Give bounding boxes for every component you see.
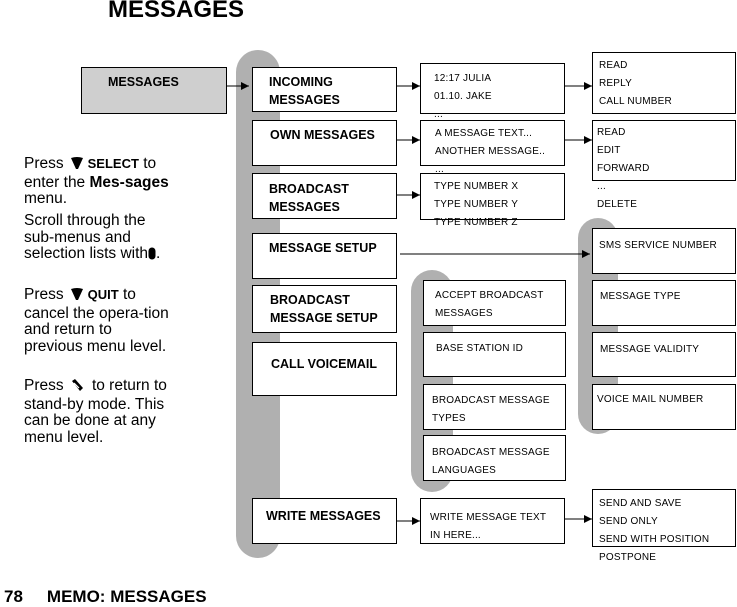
broadcast-setup-base-station: BASE STATION ID xyxy=(423,332,566,377)
setup-message-validity: MESSAGE VALIDITY xyxy=(592,332,736,377)
menu-broadcast-message-setup[interactable]: BROADCAST MESSAGE SETUP xyxy=(252,285,397,333)
list-broadcast-types: TYPE NUMBER X TYPE NUMBER Y TYPE NUMBER … xyxy=(420,173,565,228)
page-title: MESSAGES xyxy=(108,0,245,23)
menu-broadcast-messages[interactable]: BROADCAST MESSAGES xyxy=(252,173,397,219)
setup-voice-mail-number: VOICE MAIL NUMBER xyxy=(592,384,736,430)
quit-key-icon xyxy=(70,287,84,306)
end-call-key-icon xyxy=(70,378,84,397)
footer-text: MEMO: MESSAGES xyxy=(46,587,207,606)
page-number: 78 xyxy=(4,587,23,606)
broadcast-setup-types: BROADCAST MESSAGE TYPES xyxy=(423,384,566,430)
setup-message-type: MESSAGE TYPE xyxy=(592,280,736,326)
instruction-scroll: Scroll through the sub-menus and selecti… xyxy=(24,212,161,262)
page-footer: 78 MEMO: MESSAGES xyxy=(4,587,207,607)
actions-own: READ EDIT FORWARD ... DELETE xyxy=(592,120,736,210)
select-key-icon xyxy=(70,156,84,175)
messages-root-box: MESSAGES xyxy=(81,67,227,114)
menu-call-voicemail[interactable]: CALL VOICEMAIL xyxy=(252,342,397,396)
broadcast-setup-accept: ACCEPT BROADCAST MESSAGES xyxy=(423,280,566,326)
menu-incoming-messages[interactable]: INCOMING MESSAGES xyxy=(252,67,397,112)
menu-write-messages[interactable]: WRITE MESSAGES xyxy=(252,498,397,544)
setup-sms-service-number: SMS SERVICE NUMBER xyxy=(592,228,736,274)
instruction-standby: Press to return to stand-by mode. This c… xyxy=(24,377,167,446)
actions-incoming: READ REPLY CALL NUMBER ... DELETE xyxy=(592,52,736,143)
list-incoming-messages: 12:17 JULIA 01.10. JAKE ... DELETE ALL xyxy=(420,63,565,138)
list-write-message: WRITE MESSAGE TEXT IN HERE... xyxy=(420,498,565,544)
menu-own-messages[interactable]: OWN MESSAGES xyxy=(252,120,397,166)
actions-write: SEND AND SAVE SEND ONLY SEND WITH POSITI… xyxy=(592,489,736,563)
menu-message-setup[interactable]: MESSAGE SETUP xyxy=(252,233,397,279)
list-own-messages: A MESSAGE TEXT... ANOTHER MESSAGE.. ... … xyxy=(420,120,565,193)
broadcast-setup-languages: BROADCAST MESSAGE LANGUAGES xyxy=(423,435,566,481)
scroll-key-icon xyxy=(148,245,156,262)
